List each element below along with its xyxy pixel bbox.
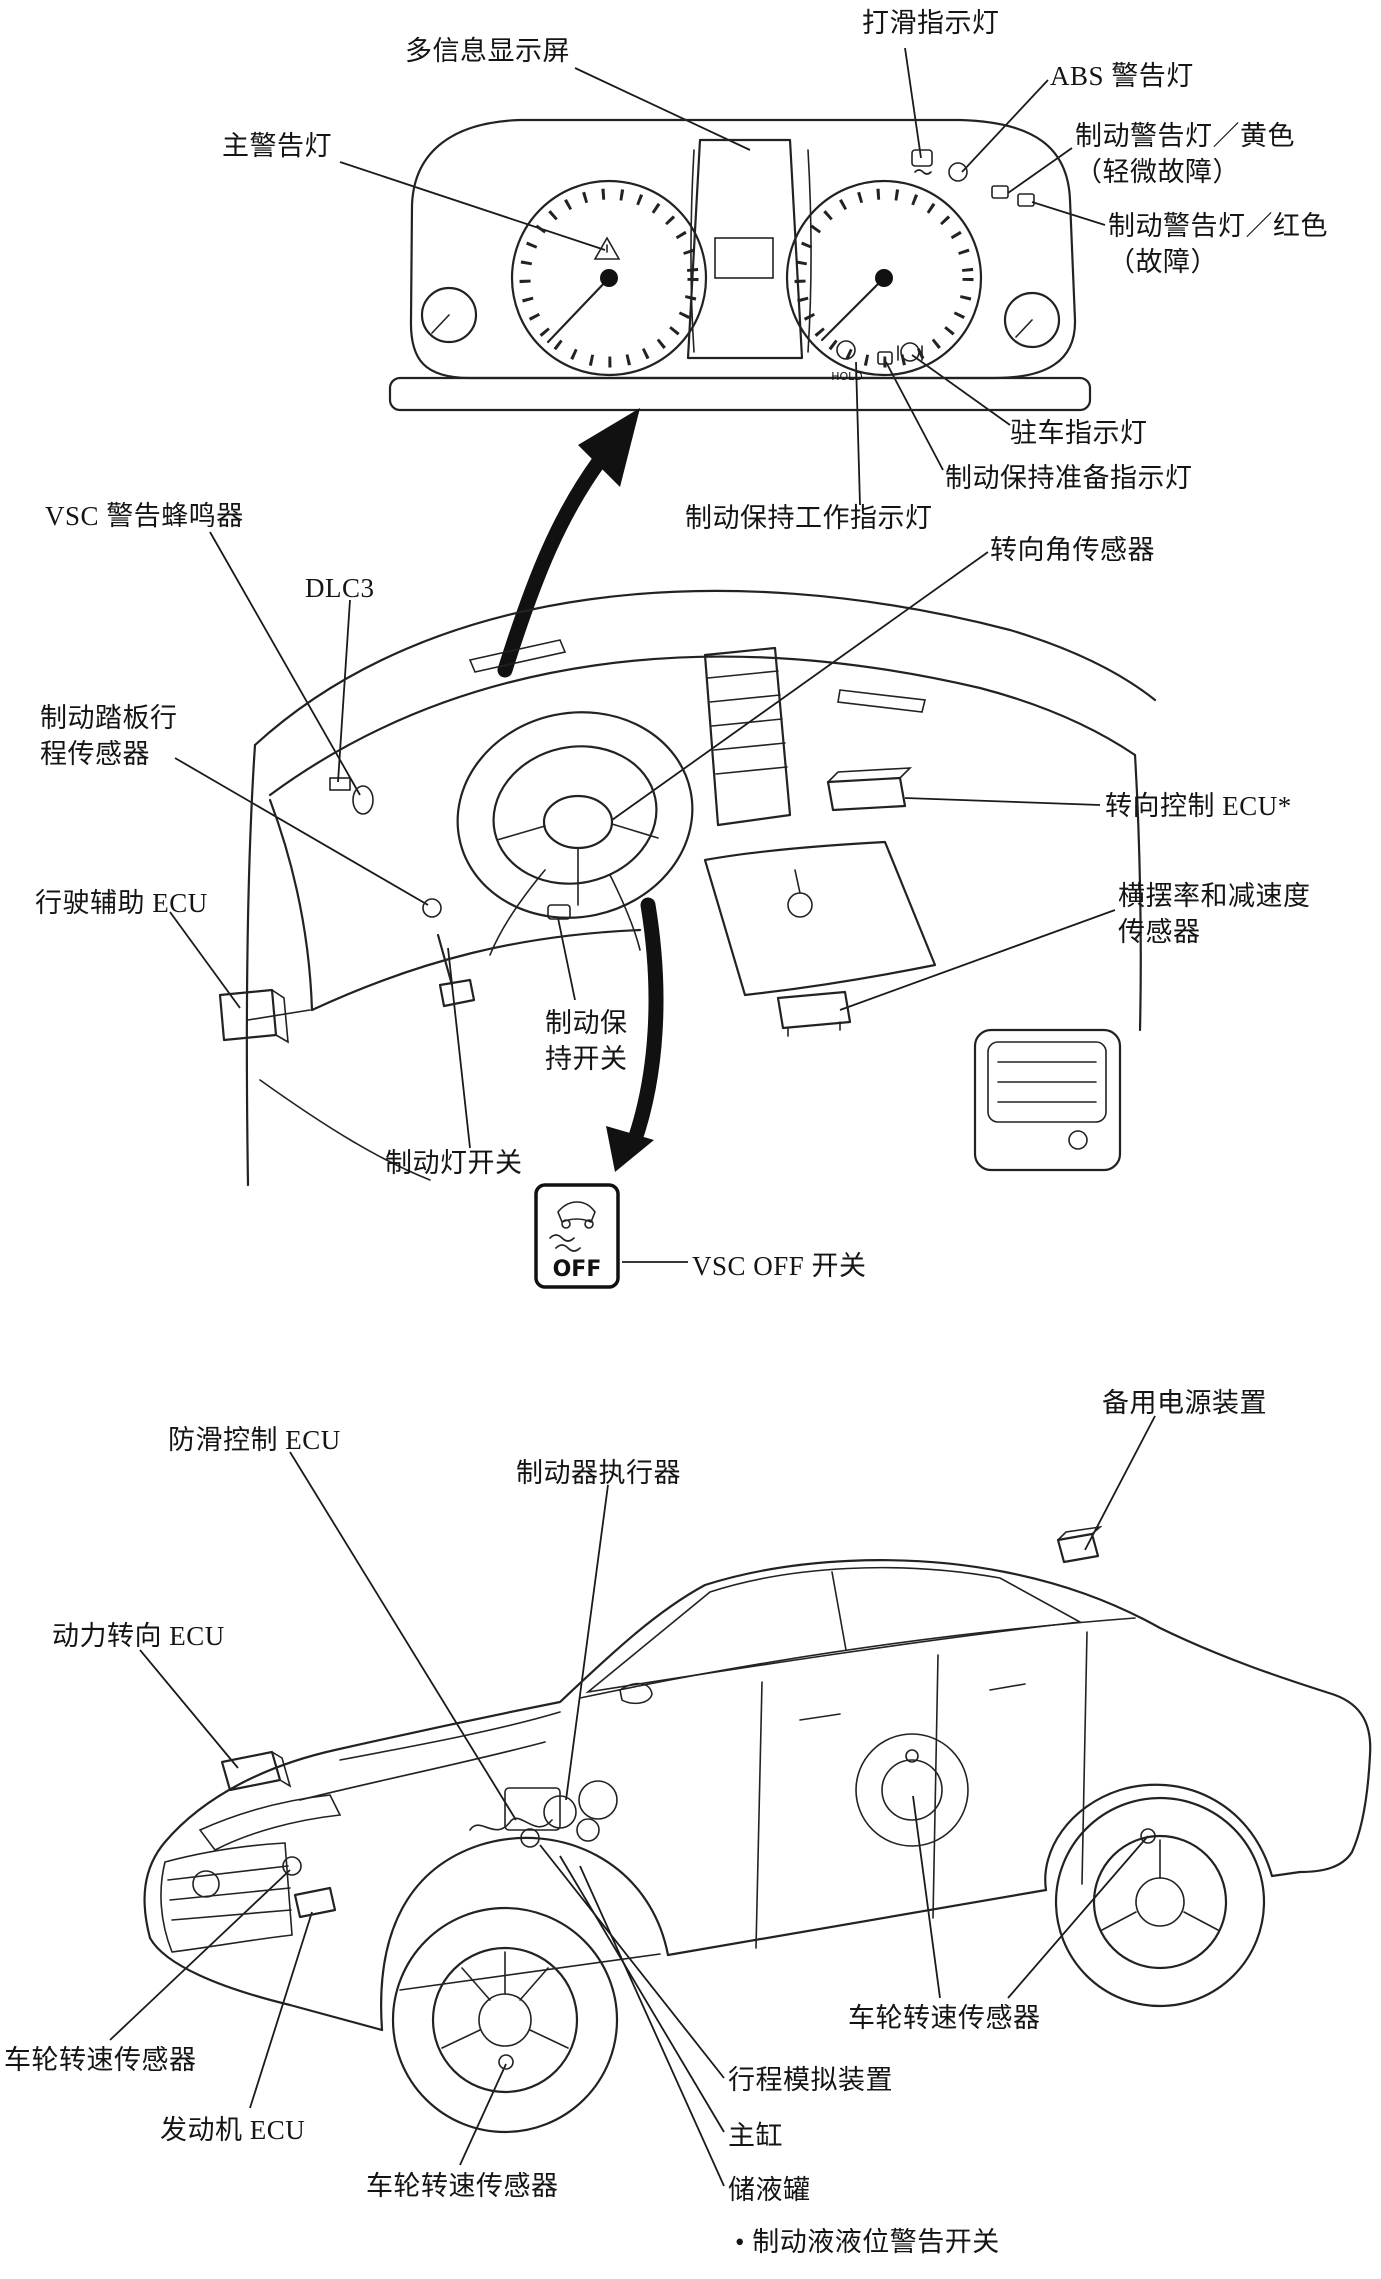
label-master-warning: 主警告灯 (222, 131, 332, 161)
label-slip-indicator: 打滑指示灯 (862, 8, 1000, 38)
label-steering-control-ecu: 转向控制 ECU* (1105, 791, 1292, 821)
label-reservoir: 储液罐 (728, 2175, 811, 2205)
label-backup-power-unit: 备用电源装置 (1102, 1388, 1267, 1418)
car-illustration (143, 1525, 1372, 2134)
label-wheel-speed-sensor-front: 车轮转速传感器 (366, 2171, 559, 2201)
label-power-steering-ecu: 动力转向 ECU (52, 1621, 225, 1651)
label-dlc3: DLC3 (305, 573, 375, 603)
label-stop-light-switch: 制动灯开关 (385, 1148, 523, 1178)
label-wheel-speed-sensor-front-left: 车轮转速传感器 (4, 2045, 197, 2075)
label-brake-warning-yellow: 制动警告灯／黄色 （轻微故障） (1075, 121, 1295, 188)
label-wheel-speed-sensor-rear: 车轮转速传感器 (848, 2003, 1041, 2033)
label-steering-angle-sensor: 转向角传感器 (990, 535, 1155, 565)
label-multi-info-display: 多信息显示屏 (405, 36, 570, 66)
label-stroke-simulator: 行程模拟装置 (728, 2065, 893, 2095)
pointer-arrows (497, 408, 664, 1172)
label-brake-actuator: 制动器执行器 (516, 1458, 681, 1488)
label-vsc-off-switch: VSC OFF 开关 (692, 1251, 867, 1281)
label-abs-warning: ABS 警告灯 (1050, 61, 1194, 91)
label-engine-ecu: 发动机 ECU (160, 2115, 306, 2145)
dashboard-illustration (218, 589, 1157, 1187)
leader-lines (109, 47, 1156, 2187)
vsc-off-switch-text: OFF (553, 1257, 602, 1282)
label-brake-pedal-stroke: 制动踏板行 程传感器 (40, 703, 178, 770)
hold-indicator-text: HOLD (831, 370, 863, 383)
label-brake-hold-operating: 制动保持工作指示灯 (685, 503, 933, 533)
label-yaw-rate-sensor: 横摆率和减速度 传感器 (1118, 881, 1311, 948)
label-brake-fluid-level-switch: • 制动液液位警告开关 (735, 2227, 1000, 2257)
label-parking-indicator: 驻车指示灯 (1010, 418, 1148, 448)
label-driving-support-ecu: 行驶辅助 ECU (35, 888, 208, 918)
label-skid-control-ecu: 防滑控制 ECU (168, 1425, 341, 1455)
label-brake-warning-red: 制动警告灯／红色 （故障） (1108, 211, 1328, 278)
label-master-cylinder: 主缸 (728, 2121, 783, 2151)
label-vsc-buzzer: VSC 警告蜂鸣器 (45, 501, 244, 531)
label-brake-hold-standby: 制动保持准备指示灯 (945, 463, 1193, 493)
instrument-cluster-illustration: HOLD (388, 118, 1092, 412)
vsc-off-switch-illustration: OFF (534, 1183, 620, 1289)
label-brake-hold-switch: 制动保 持开关 (545, 1008, 628, 1075)
